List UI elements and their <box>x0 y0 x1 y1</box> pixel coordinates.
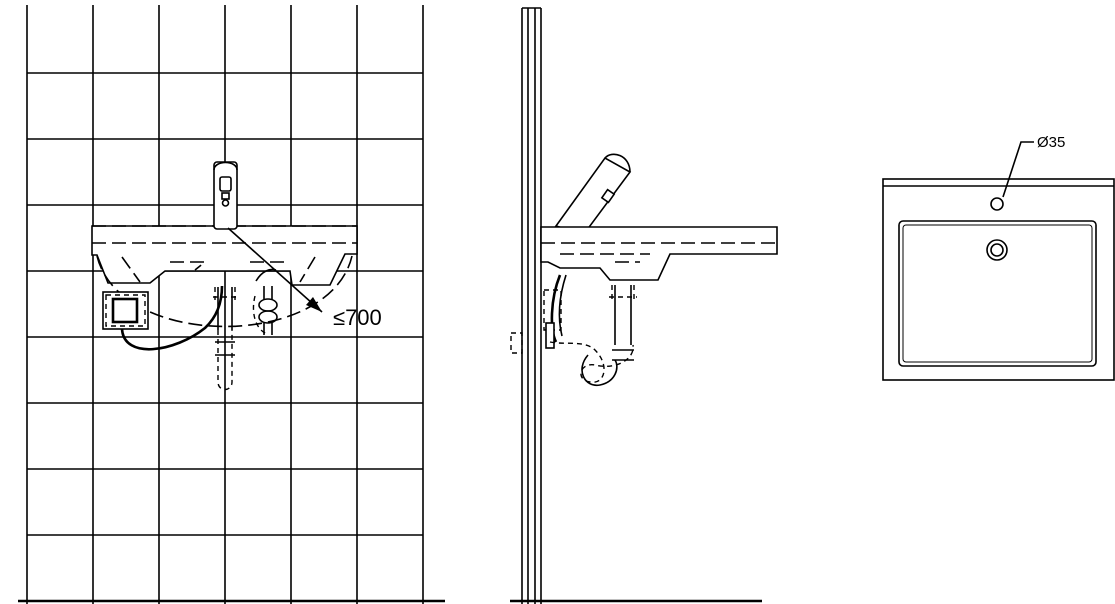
basin-bowl <box>898 220 1097 367</box>
wall-tile-grid <box>18 5 445 604</box>
drain-outline <box>986 239 1008 261</box>
control-box <box>102 285 224 351</box>
supply-hose-front <box>252 268 278 335</box>
reach-dimension: ≤700 <box>227 227 382 330</box>
basin-top-outline <box>882 178 1115 381</box>
reach-dimension-label: ≤700 <box>333 305 382 330</box>
drain-front <box>213 287 237 391</box>
under-sink-side <box>543 274 637 386</box>
faucet-hole <box>990 197 1004 211</box>
faucet-front <box>213 161 238 230</box>
washbasin-front <box>91 225 358 328</box>
top-view: Ø35 <box>882 134 1115 381</box>
faucet-side <box>554 153 632 235</box>
front-view: ≤700 <box>18 5 445 604</box>
hole-diameter-label: Ø35 <box>1037 134 1065 151</box>
wall-section <box>510 7 762 604</box>
side-view <box>510 7 778 604</box>
washbasin-side <box>540 226 778 281</box>
